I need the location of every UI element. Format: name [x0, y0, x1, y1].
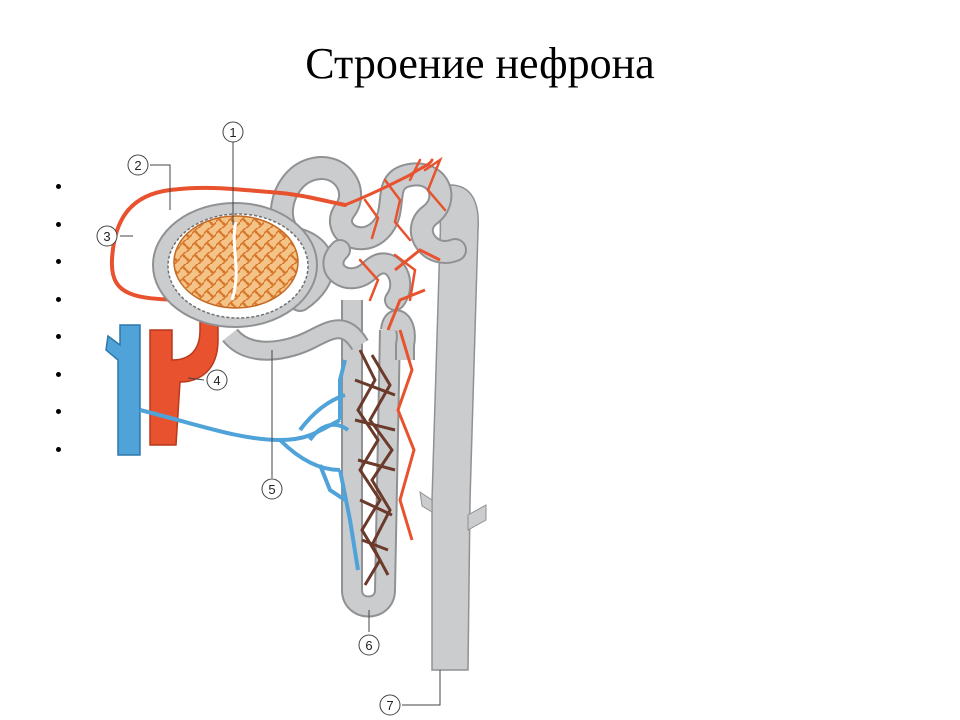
callout-5: 5 [261, 478, 283, 500]
callout-4: 4 [206, 369, 228, 391]
arterioles [109, 156, 447, 302]
bullet-item [56, 362, 74, 400]
callout-6: 6 [358, 634, 380, 656]
bullet-item [56, 437, 74, 475]
callout-2: 2 [127, 154, 149, 176]
slide-title: Строение нефрона [305, 39, 655, 88]
distal-tubule [222, 319, 369, 361]
bullet-item [56, 212, 74, 250]
callout-3: 3 [96, 225, 118, 247]
svg-text:3: 3 [103, 229, 110, 244]
svg-text:4: 4 [213, 373, 220, 388]
bullet-item [56, 174, 74, 212]
glomerulus [173, 215, 299, 309]
bullet-item [56, 287, 74, 325]
bullet-item [56, 399, 74, 437]
bullet-item [56, 249, 74, 287]
svg-text:1: 1 [229, 125, 236, 140]
peritubular-capillaries [354, 248, 441, 586]
svg-text:6: 6 [365, 638, 372, 653]
svg-text:7: 7 [386, 698, 393, 713]
collecting-duct [419, 184, 487, 671]
svg-text:2: 2 [134, 158, 141, 173]
renal-vein [105, 324, 360, 571]
callout-1: 1 [222, 121, 244, 143]
callout-lines [120, 142, 441, 706]
bullet-list [56, 174, 74, 474]
callout-7: 7 [379, 694, 401, 716]
bullet-item [56, 324, 74, 362]
svg-text:5: 5 [268, 482, 275, 497]
